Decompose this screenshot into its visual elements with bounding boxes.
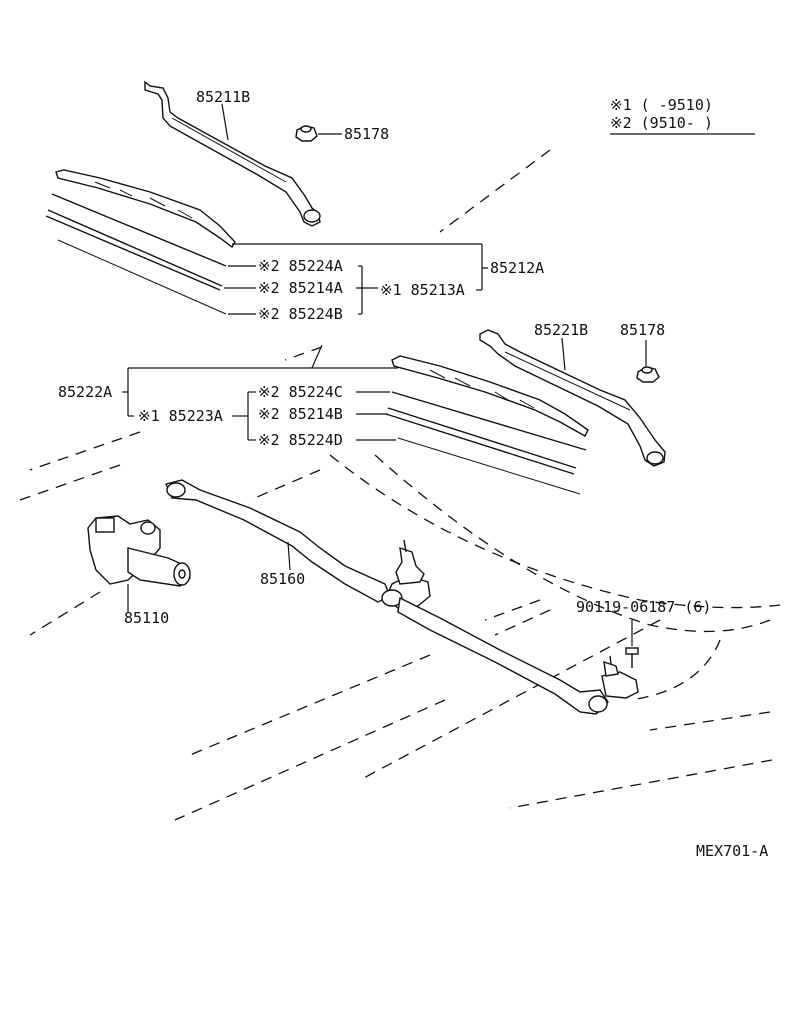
label-85224A: ※2 85224A — [258, 257, 343, 275]
label-85212A: 85212A — [490, 259, 544, 277]
body-contour-lines — [19, 149, 781, 821]
diagram-code: MEX701-A — [696, 842, 768, 860]
legend-row-2: ※2 (9510- ) — [610, 114, 713, 132]
wiper-blade-85212A — [45, 169, 236, 315]
label-85224B: ※2 85224B — [258, 305, 343, 323]
label-85222A: 85222A — [58, 383, 112, 401]
label-85178-top: 85178 — [344, 125, 389, 143]
bolt-90119-06187 — [625, 647, 639, 668]
label-85224C: ※2 85224C — [258, 383, 343, 401]
wiper-arm-85221B — [479, 329, 666, 467]
label-85214A: ※2 85214A — [258, 279, 343, 297]
wiper-link-85160 — [165, 479, 639, 715]
label-85214B: ※2 85214B — [258, 405, 343, 423]
leaders-top-group — [224, 243, 488, 315]
label-85211B: 85211B — [196, 88, 250, 106]
label-85224D: ※2 85224D — [258, 431, 343, 449]
label-85213A: ※1 85213A — [380, 281, 465, 299]
wiper-motor-85110 — [87, 515, 191, 587]
legend-row-1: ※1 ( -9510) — [610, 96, 713, 114]
wiper-blade-85222A — [385, 355, 589, 495]
label-90119-06187: 90119-06187 (6) — [576, 598, 711, 616]
leader-85211B — [221, 103, 229, 141]
leader-85160 — [287, 541, 291, 571]
label-85110: 85110 — [124, 609, 169, 627]
label-85178-right: 85178 — [620, 321, 665, 339]
leader-85221B — [561, 337, 566, 371]
label-85223A: ※1 85223A — [138, 407, 223, 425]
nut-85178-right — [636, 366, 660, 383]
wiper-arm-85211B — [144, 80, 321, 227]
nut-85178-top — [295, 125, 318, 142]
label-85221B: 85221B — [534, 321, 588, 339]
label-85160: 85160 — [260, 570, 305, 588]
leaders-right-group — [122, 344, 398, 441]
